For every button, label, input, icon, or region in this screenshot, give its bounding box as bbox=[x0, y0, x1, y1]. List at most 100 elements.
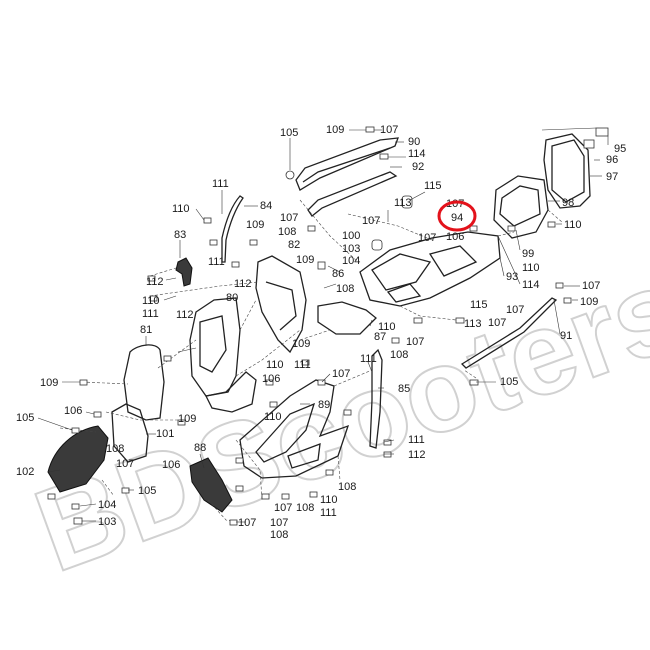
callout-82: 82 bbox=[288, 239, 300, 251]
callout-109: 109 bbox=[326, 124, 344, 136]
part-87-cover bbox=[317, 301, 377, 335]
part-92-rail bbox=[307, 171, 398, 217]
callout-108: 108 bbox=[338, 481, 356, 493]
callout-103: 103 bbox=[342, 243, 360, 255]
callout-110: 110 bbox=[264, 411, 282, 423]
callout-107: 107 bbox=[406, 336, 424, 348]
part-84-strip bbox=[221, 195, 244, 263]
callout-111: 111 bbox=[208, 256, 225, 268]
part-89-frame bbox=[239, 379, 350, 479]
callout-105: 105 bbox=[16, 412, 34, 424]
callout-113: 113 bbox=[394, 197, 412, 209]
callout-83: 83 bbox=[174, 229, 186, 241]
callout-111: 111 bbox=[360, 353, 377, 365]
callout-107: 107 bbox=[506, 304, 524, 316]
callout-108: 108 bbox=[270, 529, 288, 541]
callout-87: 87 bbox=[374, 331, 386, 343]
callout-108: 108 bbox=[106, 443, 124, 455]
callout-90: 90 bbox=[408, 136, 420, 148]
callout-95: 95 bbox=[614, 143, 626, 155]
callout-102: 102 bbox=[16, 466, 34, 478]
callout-107: 107 bbox=[488, 317, 506, 329]
callout-107: 107 bbox=[274, 502, 292, 514]
callout-109: 109 bbox=[178, 413, 196, 425]
callout-105: 105 bbox=[500, 376, 518, 388]
callout-109: 109 bbox=[296, 254, 314, 266]
callout-106: 106 bbox=[64, 405, 82, 417]
callout-110: 110 bbox=[564, 219, 582, 231]
callout-84: 84 bbox=[260, 200, 272, 212]
callout-111: 111 bbox=[212, 178, 229, 190]
callout-89: 89 bbox=[318, 399, 330, 411]
callout-110: 110 bbox=[142, 295, 160, 307]
callout-111: 111 bbox=[294, 359, 311, 371]
callout-110: 110 bbox=[378, 321, 396, 333]
callout-112: 112 bbox=[234, 278, 252, 290]
callout-111: 111 bbox=[320, 507, 337, 519]
assembly-lines bbox=[59, 199, 563, 523]
callout-112: 112 bbox=[146, 276, 164, 288]
callout-107: 107 bbox=[270, 517, 288, 529]
callout-86: 86 bbox=[332, 268, 344, 280]
callout-105: 105 bbox=[138, 485, 156, 497]
callout-92: 92 bbox=[412, 161, 424, 173]
callout-110: 110 bbox=[522, 262, 540, 274]
callout-80: 80 bbox=[226, 292, 238, 304]
part-85-trim bbox=[369, 348, 383, 449]
callout-108: 108 bbox=[296, 502, 314, 514]
callout-103: 103 bbox=[98, 516, 116, 528]
callout-109: 109 bbox=[40, 377, 58, 389]
callout-115: 115 bbox=[424, 180, 442, 192]
callout-100: 100 bbox=[342, 230, 360, 242]
callout-112: 112 bbox=[408, 449, 426, 461]
fasteners bbox=[47, 126, 572, 526]
callout-106: 106 bbox=[446, 231, 464, 243]
highlight-ring-94 bbox=[437, 200, 477, 232]
part-80-inner-panel bbox=[189, 297, 241, 397]
callout-113: 113 bbox=[464, 318, 482, 330]
callout-97: 97 bbox=[606, 171, 618, 183]
callout-107: 107 bbox=[380, 124, 398, 136]
callout-107: 107 bbox=[582, 280, 600, 292]
callout-98: 98 bbox=[562, 197, 574, 209]
part-101-lower-front bbox=[111, 403, 149, 463]
callout-94: 94 bbox=[451, 212, 463, 224]
callout-114: 114 bbox=[408, 148, 426, 160]
callout-104: 104 bbox=[342, 255, 360, 267]
callout-88: 88 bbox=[194, 442, 206, 454]
callout-110: 110 bbox=[266, 359, 284, 371]
part-88-panel bbox=[189, 457, 233, 513]
callout-107: 107 bbox=[362, 215, 380, 227]
watermark: BDScooters bbox=[19, 241, 650, 598]
callout-108: 108 bbox=[390, 349, 408, 361]
callout-107: 107 bbox=[332, 368, 350, 380]
part-98-carrier bbox=[493, 175, 549, 239]
part-106-deflector bbox=[205, 371, 257, 413]
callout-114: 114 bbox=[522, 279, 540, 291]
callout-104: 104 bbox=[98, 499, 116, 511]
callout-109: 109 bbox=[292, 338, 310, 350]
callout-91: 91 bbox=[560, 330, 572, 342]
callout-107: 107 bbox=[238, 517, 256, 529]
callout-115: 115 bbox=[470, 299, 488, 311]
callout-111: 111 bbox=[142, 308, 159, 320]
callout-106: 106 bbox=[162, 459, 180, 471]
callout-85: 85 bbox=[398, 383, 410, 395]
leader-lines bbox=[37, 127, 609, 523]
part-81-front-cover bbox=[123, 344, 165, 421]
callout-107: 107 bbox=[280, 212, 298, 224]
callout-99: 99 bbox=[522, 248, 534, 260]
callout-107: 107 bbox=[418, 232, 436, 244]
callout-111: 111 bbox=[408, 434, 425, 446]
callout-109: 109 bbox=[246, 219, 264, 231]
callout-112: 112 bbox=[176, 309, 194, 321]
callout-96: 96 bbox=[606, 154, 618, 166]
callout-101: 101 bbox=[156, 428, 174, 440]
svg-text:BDScooters: BDScooters bbox=[20, 242, 650, 597]
part-97-handle bbox=[543, 133, 591, 209]
callout-106: 106 bbox=[262, 373, 280, 385]
callout-108: 108 bbox=[336, 283, 354, 295]
part-83-bracket bbox=[175, 257, 193, 287]
callout-110: 110 bbox=[320, 494, 338, 506]
